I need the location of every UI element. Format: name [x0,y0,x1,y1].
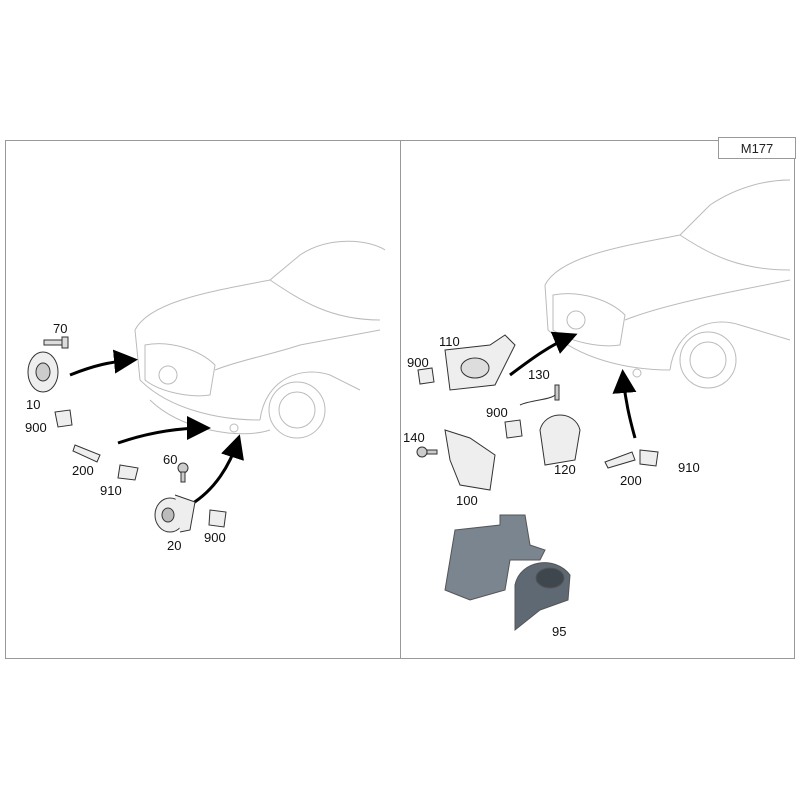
part-label-60: 60 [163,452,178,467]
part-label-100: 100 [456,493,478,508]
connector-900 [208,509,227,528]
horn-20 [154,494,196,533]
sensor-200 [72,444,101,463]
bolt-70 [43,336,69,349]
bolt-60 [177,462,189,483]
part-label-900: 900 [204,530,226,545]
part-label-200: 200 [72,463,94,478]
connector-900 [504,419,523,439]
horn-10 [27,351,59,393]
horn-120 [519,394,581,466]
part-label-900: 900 [25,420,47,435]
horn-bracket-110 [444,334,516,391]
sensor-200 [604,451,636,469]
model-code-box: M177 [718,137,796,159]
leader-arrows [69,331,637,507]
car-front-right [544,179,791,389]
horn-assembly-95 [444,514,571,632]
part-label-900: 900 [486,405,508,420]
panel-divider [400,140,401,659]
part-label-110: 110 [439,334,460,349]
connector-910 [639,449,659,467]
model-code: M177 [740,140,774,156]
part-label-120: 120 [554,462,576,477]
bolt-140 [416,446,438,458]
bolt-130 [554,384,560,401]
part-label-70: 70 [53,321,68,336]
part-label-20: 20 [167,538,182,553]
part-label-95: 95 [552,624,567,639]
part-label-910: 910 [678,460,700,475]
car-front-left [134,240,386,439]
bracket-100 [444,429,496,491]
part-label-900: 900 [407,355,429,370]
part-label-200: 200 [620,473,642,488]
part-label-910: 910 [100,483,122,498]
part-label-10: 10 [26,397,41,412]
part-label-130: 130 [528,367,550,382]
connector-910 [117,464,139,481]
part-label-140: 140 [403,430,425,445]
connector-900 [54,409,73,428]
connector-900 [417,367,435,385]
